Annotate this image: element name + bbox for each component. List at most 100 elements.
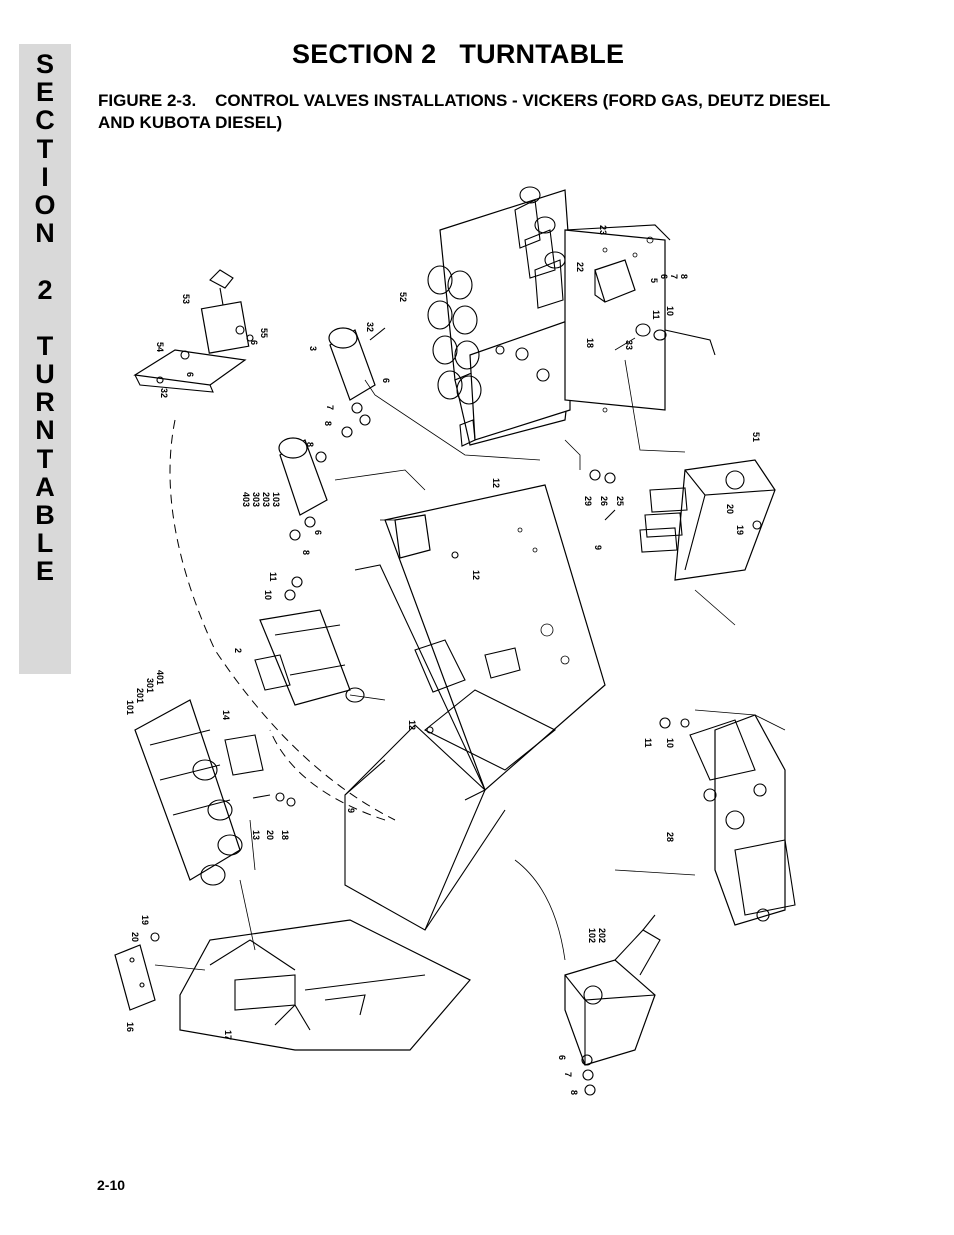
callout-2: 2 xyxy=(233,648,243,653)
leader-lines xyxy=(154,359,786,971)
side-tab-letter: T xyxy=(36,330,54,361)
callout-18: 18 xyxy=(585,338,595,348)
callout-6: 6 xyxy=(313,530,323,535)
side-tab-letter: T xyxy=(36,443,54,474)
side-tab-letter: O xyxy=(34,189,56,220)
main-control-valve-52 xyxy=(427,186,576,447)
callout-13: 13 xyxy=(251,830,261,840)
callout-22: 22 xyxy=(575,262,585,272)
side-tab-letter: N xyxy=(35,218,55,249)
page-number: 2-10 xyxy=(97,1177,126,1193)
valve-block-51 xyxy=(639,459,776,581)
side-tab-letter: N xyxy=(35,415,55,446)
side-tab-letter: L xyxy=(36,528,54,559)
actuator-3 xyxy=(328,327,386,426)
control-valve-101 xyxy=(134,699,264,886)
callout-labels: 23 22 5 6 7 8 52 11 10 18 33 53 55 6 54 … xyxy=(125,225,761,1095)
side-tab-letter: B xyxy=(35,500,55,530)
callout-12: 12 xyxy=(491,478,501,488)
callout-11: 11 xyxy=(643,738,653,748)
callout-10: 10 xyxy=(665,306,675,316)
callout-19: 19 xyxy=(140,915,150,925)
callout-403: 403 xyxy=(241,492,251,507)
callout-55: 55 xyxy=(259,328,269,338)
valve-block-16 xyxy=(114,944,156,1011)
callout-8: 8 xyxy=(323,421,333,426)
callout-17: 17 xyxy=(223,1030,233,1040)
callout-14: 14 xyxy=(221,710,231,720)
valve-2 xyxy=(254,609,365,706)
callout-5: 5 xyxy=(649,278,659,283)
callout-7: 7 xyxy=(669,274,679,279)
callout-401: 401 xyxy=(155,670,165,685)
callout-6: 6 xyxy=(557,1055,567,1060)
figure-caption: FIGURE 2-3. CONTROL VALVES INSTALLATIONS… xyxy=(98,91,835,132)
callout-8: 8 xyxy=(679,274,689,279)
section-title: SECTION 2 TURNTABLE xyxy=(292,39,625,69)
callout-10: 10 xyxy=(665,738,675,748)
callout-28: 28 xyxy=(665,832,675,842)
callout-202: 202 xyxy=(597,928,607,943)
mounting-bracket-23 xyxy=(564,224,716,413)
callout-3: 3 xyxy=(308,346,318,351)
exploded-parts-diagram: 23 22 5 6 7 8 52 11 10 18 33 53 55 6 54 … xyxy=(95,170,855,1130)
callout-301: 301 xyxy=(145,678,155,693)
callout-16: 16 xyxy=(125,1022,135,1032)
callout-25: 25 xyxy=(615,496,625,506)
parts-diagram-svg: 23 22 5 6 7 8 52 11 10 18 33 53 55 6 54 … xyxy=(114,186,796,1096)
callout-51: 51 xyxy=(751,432,761,442)
callout-52: 52 xyxy=(398,292,408,302)
callout-102: 102 xyxy=(587,928,597,943)
side-tab-letter: A xyxy=(35,471,55,502)
callout-33: 33 xyxy=(624,340,634,350)
callout-10: 10 xyxy=(263,590,273,600)
callout-201: 201 xyxy=(135,688,145,703)
callout-203: 203 xyxy=(261,492,271,507)
callout-103: 103 xyxy=(271,492,281,507)
callout-101: 101 xyxy=(125,700,135,715)
side-tab-letter: U xyxy=(35,359,55,390)
callout-8: 8 xyxy=(569,1090,579,1095)
callout-6: 6 xyxy=(185,372,195,377)
manifold-28 xyxy=(689,714,796,926)
callout-20: 20 xyxy=(725,504,735,514)
callout-53: 53 xyxy=(181,294,191,304)
callout-7: 7 xyxy=(563,1072,573,1077)
side-tab-letter: E xyxy=(35,77,54,108)
callout-8: 8 xyxy=(301,550,311,555)
side-tab-letter: R xyxy=(35,387,55,418)
callout-11: 11 xyxy=(268,572,278,582)
side-tab-letter: C xyxy=(35,105,55,136)
side-tab-letter: T xyxy=(36,133,54,164)
callout-11: 11 xyxy=(651,310,661,320)
callout-18: 18 xyxy=(280,830,290,840)
callout-6: 6 xyxy=(249,340,259,345)
callout-23: 23 xyxy=(598,225,608,235)
callout-19: 19 xyxy=(735,525,745,535)
callout-12: 12 xyxy=(471,570,481,580)
callout-20: 20 xyxy=(130,932,140,942)
hand-pump-53 xyxy=(133,269,254,393)
callout-6: 6 xyxy=(659,274,669,279)
callout-32: 32 xyxy=(365,322,375,332)
callout-8: 8 xyxy=(305,442,315,447)
callout-6: 6 xyxy=(381,378,391,383)
valve-102 xyxy=(564,914,661,1066)
callout-9: 9 xyxy=(346,808,356,813)
callout-26: 26 xyxy=(599,496,609,506)
side-tab-letter: S xyxy=(35,49,54,79)
actuator-103 xyxy=(278,437,328,541)
bracket-17 xyxy=(179,919,471,1051)
side-tab-letter: E xyxy=(35,556,54,587)
callout-9: 9 xyxy=(593,545,603,550)
side-tab-letter: I xyxy=(41,161,49,192)
callout-29: 29 xyxy=(583,496,593,506)
callout-7: 7 xyxy=(325,405,335,410)
valve-block-22 xyxy=(594,259,636,303)
callout-12: 12 xyxy=(407,720,417,730)
turntable-frame xyxy=(344,484,606,931)
side-tab-letter: 2 xyxy=(37,274,53,305)
callout-20: 20 xyxy=(265,830,275,840)
